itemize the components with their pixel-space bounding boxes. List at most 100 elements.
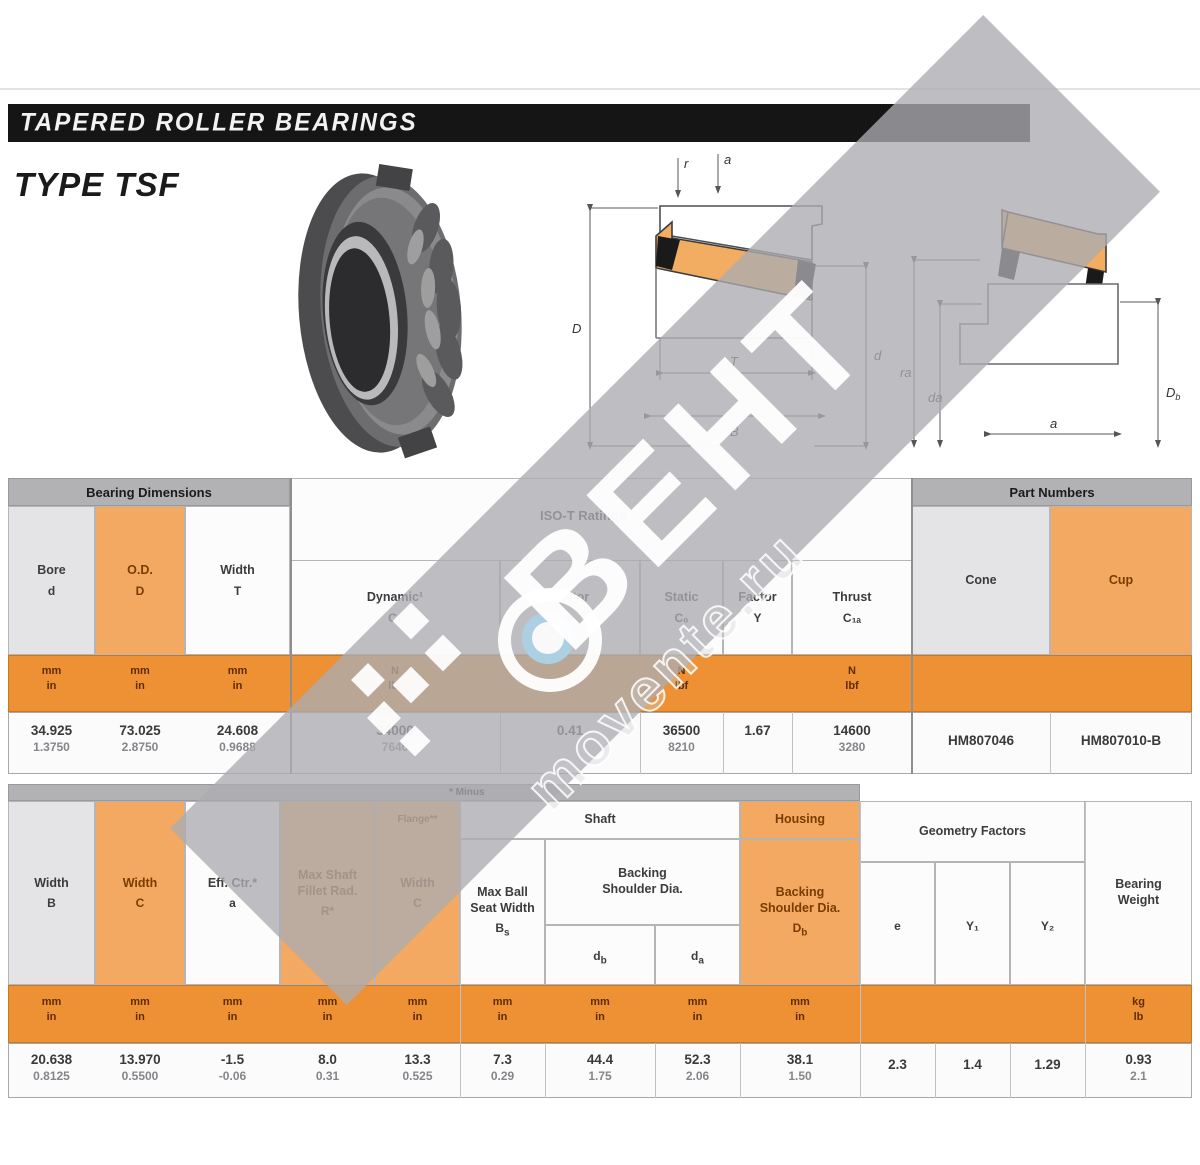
col-head-od: O.D.D bbox=[95, 506, 185, 655]
mounting-diagram: ra da Db a bbox=[900, 208, 1180, 448]
group-iso-ratings: ISO-T Ratings bbox=[540, 508, 626, 523]
dim-label-Db: Db bbox=[1166, 385, 1180, 402]
col-head-cone: Cone bbox=[912, 506, 1050, 655]
dim-label-a: a bbox=[724, 152, 731, 167]
divider bbox=[935, 1043, 936, 1098]
divider bbox=[723, 712, 724, 774]
col-head-geo-y2: Y₂ bbox=[1010, 862, 1085, 985]
val-geo-e: 2.3 bbox=[888, 1057, 907, 1072]
dim-label-a2: a bbox=[1050, 416, 1057, 431]
group-shaft: Shaft bbox=[460, 801, 740, 839]
divider bbox=[740, 1043, 741, 1098]
divider bbox=[860, 801, 861, 1098]
dim-label-B: B bbox=[730, 424, 739, 439]
section-diagram: r a D d T B bbox=[572, 152, 882, 450]
data-row-2 bbox=[8, 1043, 1192, 1098]
group-part-numbers: Part Numbers bbox=[912, 478, 1192, 506]
top-rule bbox=[0, 88, 1200, 90]
dim-label-da: da bbox=[928, 390, 942, 405]
divider bbox=[1050, 712, 1051, 774]
dim-label-ra: ra bbox=[900, 365, 912, 380]
val-cone: HM807046 bbox=[947, 733, 1015, 748]
divider bbox=[545, 1043, 546, 1098]
page-title: TAPERED ROLLER BEARINGS bbox=[20, 108, 418, 137]
divider bbox=[655, 1043, 656, 1098]
col-head-geo-y1: Y₁ bbox=[935, 862, 1010, 985]
divider bbox=[500, 712, 501, 774]
val-eff-ctr: -1.5-0.06 bbox=[218, 1052, 247, 1083]
val-factor-e: 0.41 bbox=[556, 723, 584, 738]
divider bbox=[1085, 801, 1086, 1098]
col-head-cup: Cup bbox=[1050, 506, 1192, 655]
col-head-da: da bbox=[655, 925, 740, 985]
group-geometry-factors: Geometry Factors bbox=[860, 801, 1085, 862]
dim-label-D: D bbox=[572, 321, 581, 336]
col-head-geo-e: e bbox=[860, 862, 935, 985]
title-bar: TAPERED ROLLER BEARINGS bbox=[8, 104, 1030, 142]
divider bbox=[640, 712, 641, 774]
val-geo-y2: 1.29 bbox=[1034, 1057, 1061, 1072]
dim-label-r: r bbox=[684, 156, 689, 171]
val-factor-y: 1.67 bbox=[744, 723, 771, 738]
table2-caption: * Minus bbox=[449, 787, 485, 798]
divider bbox=[1010, 1043, 1011, 1098]
divider bbox=[290, 478, 292, 774]
col-head-eff-ctr: Eff. Ctr.*a bbox=[185, 801, 280, 985]
bearing-photo bbox=[298, 163, 463, 459]
group-bearing-dimensions: Bearing Dimensions bbox=[8, 478, 290, 506]
divider bbox=[911, 478, 913, 774]
dim-label-T: T bbox=[730, 354, 739, 369]
group-housing: Housing bbox=[740, 801, 860, 839]
divider bbox=[792, 712, 793, 774]
val-cup: HM807010-B bbox=[1080, 733, 1162, 748]
val-geo-y1: 1.4 bbox=[963, 1057, 982, 1072]
col-head-db: db bbox=[545, 925, 655, 985]
dim-label-d: d bbox=[874, 348, 882, 363]
table2-caption-band: * Minus bbox=[8, 784, 860, 801]
